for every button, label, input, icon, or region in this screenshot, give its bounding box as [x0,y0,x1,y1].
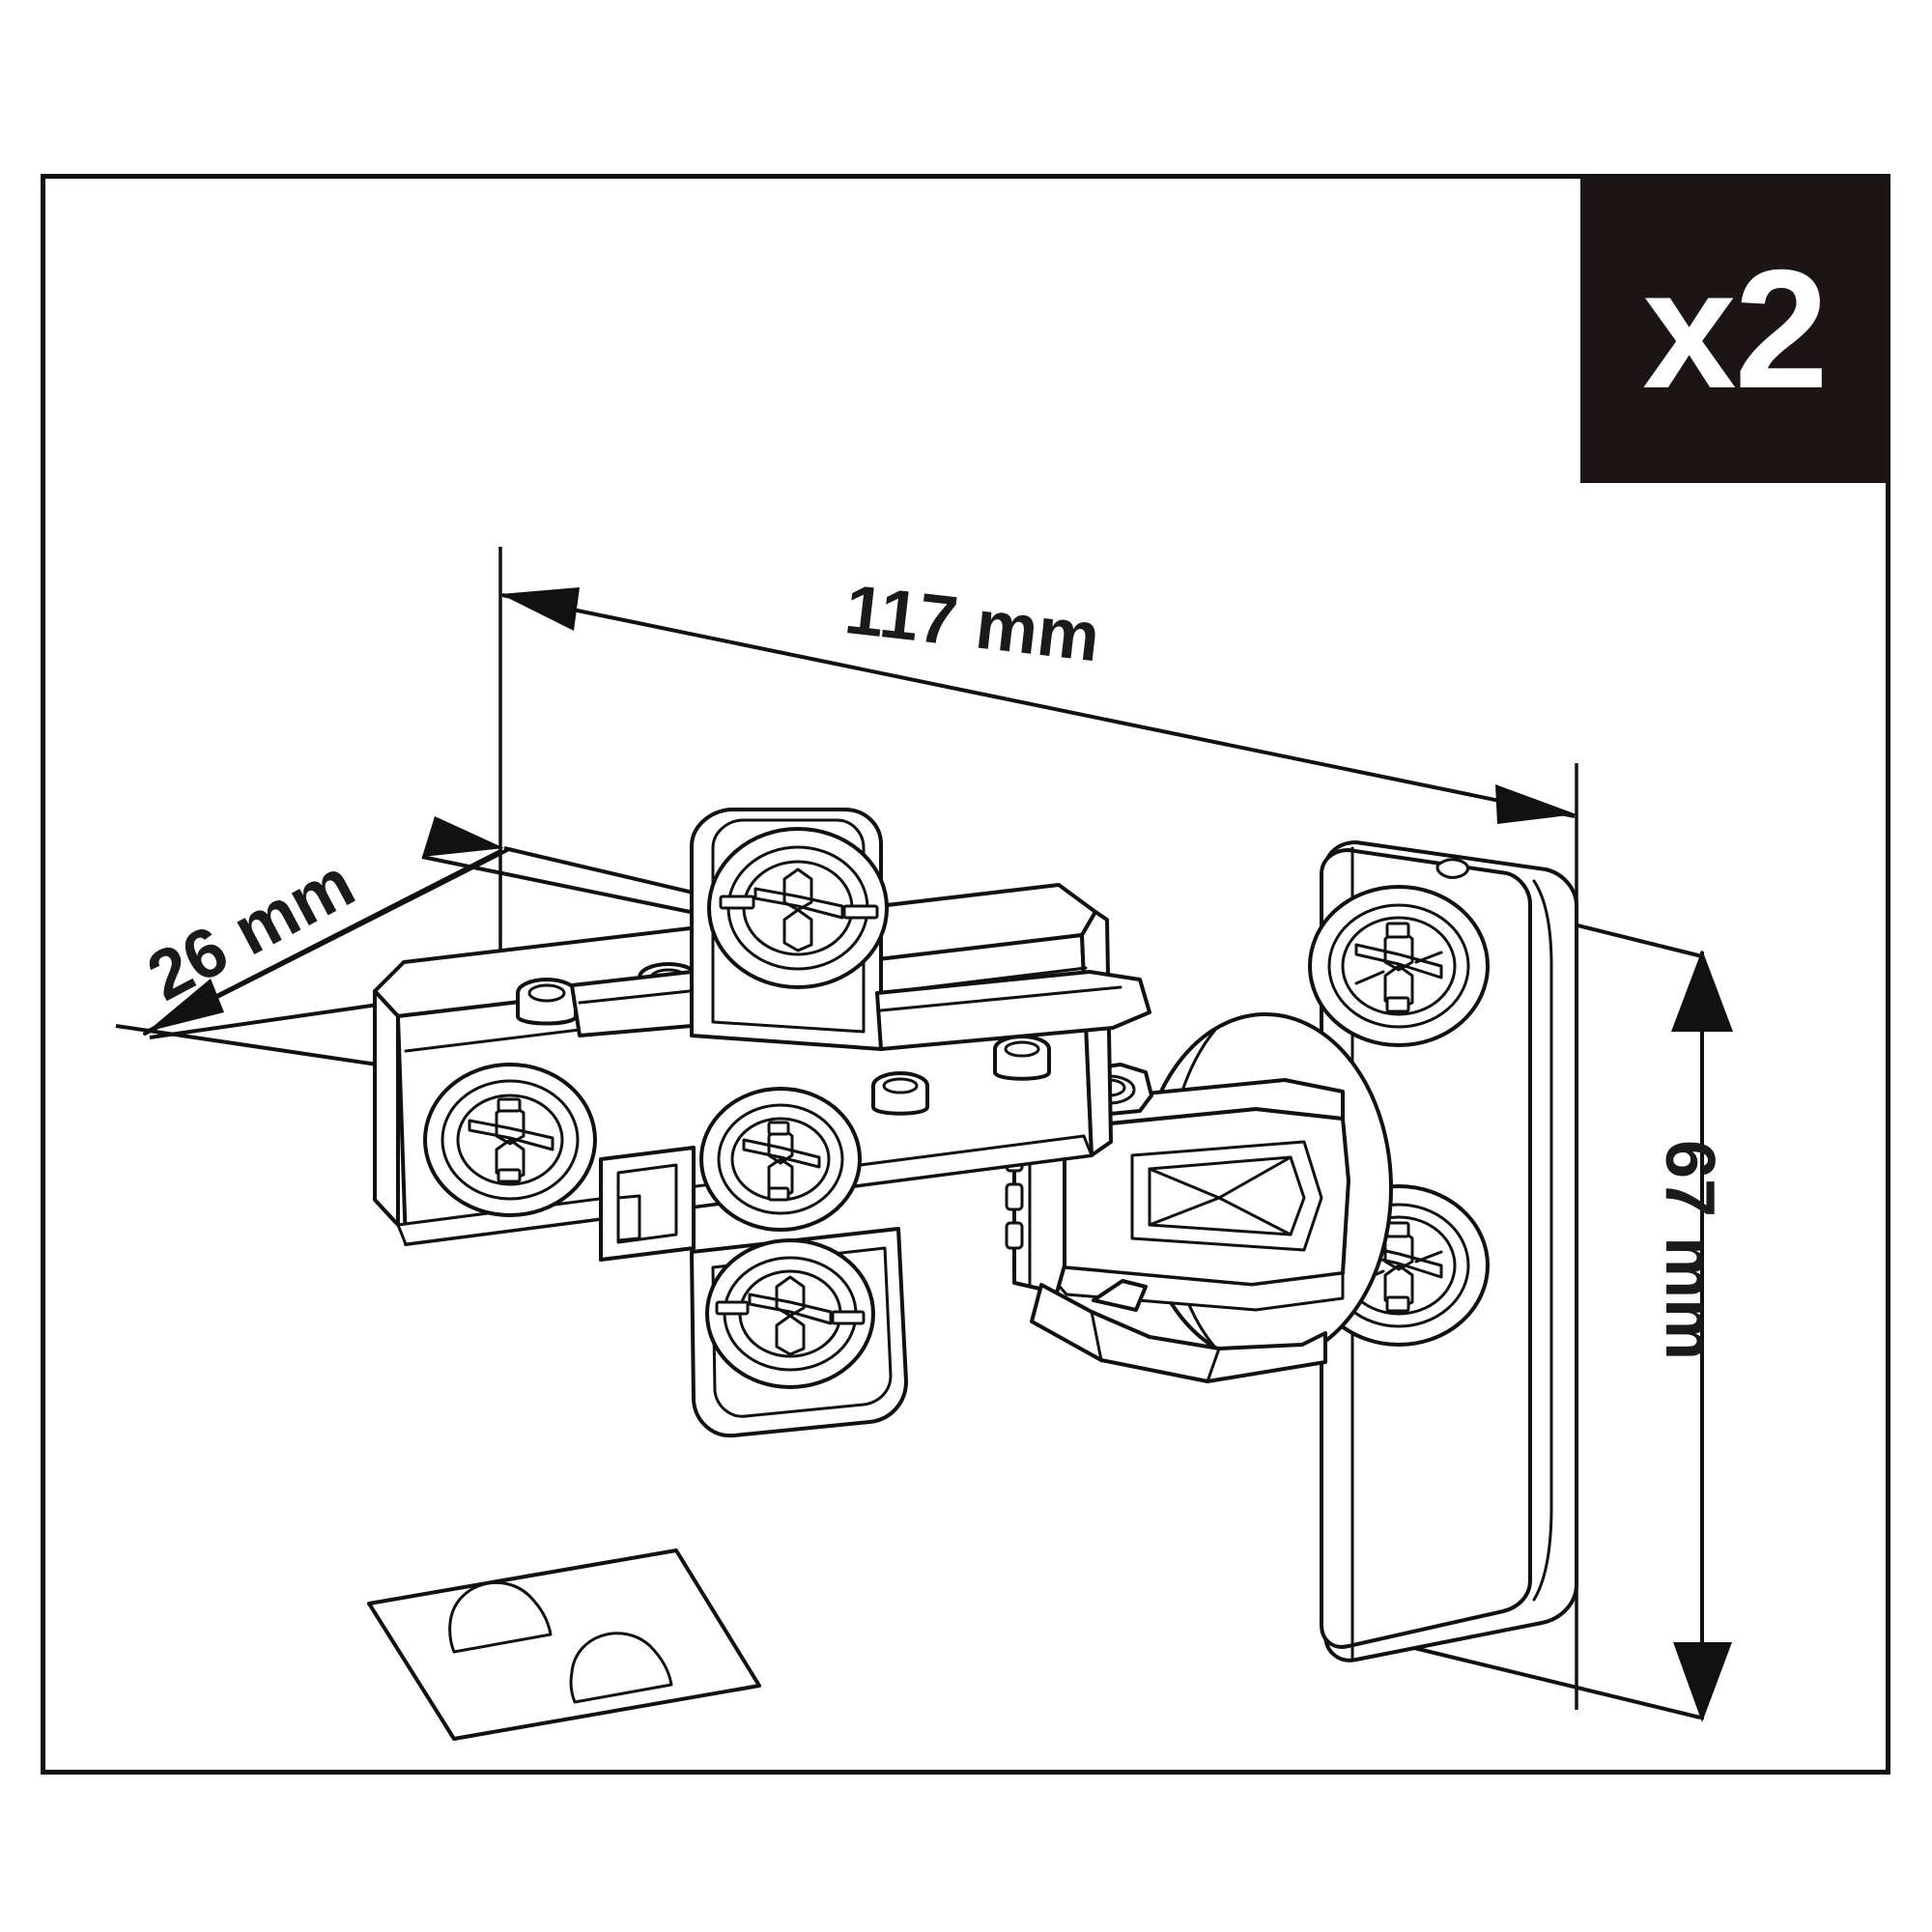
quantity-badge-label: x2 [1642,235,1829,424]
quantity-badge: x2 [1580,176,1889,483]
dimension-label-height: 67 mm [1651,1140,1728,1361]
